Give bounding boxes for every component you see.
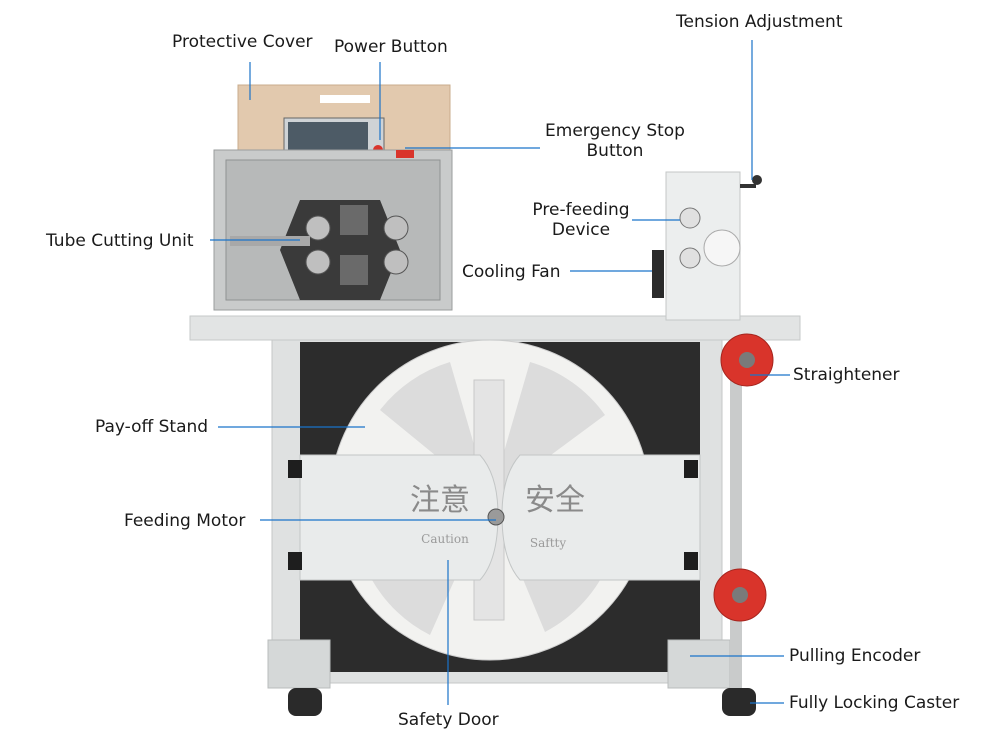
safety-doors: 注意 安全 Caution Saftty xyxy=(288,454,701,581)
label-straightener: Straightener xyxy=(793,365,900,385)
label-emergency-stop-line1: Emergency Stop xyxy=(545,121,685,141)
label-pre-feeding-line1: Pre-feeding xyxy=(532,200,630,220)
door-text-left-en: Caution xyxy=(421,532,469,546)
label-pulling-encoder: Pulling Encoder xyxy=(789,646,921,666)
label-feeding-motor: Feeding Motor xyxy=(124,511,246,531)
label-tension-adjustment: Tension Adjustment xyxy=(676,12,843,32)
cutting-head xyxy=(213,84,453,311)
leader-lines xyxy=(210,40,790,705)
label-tube-cutting-unit: Tube Cutting Unit xyxy=(46,231,194,251)
door-text-right-cn: 安全 xyxy=(525,483,585,518)
label-safety-door: Safety Door xyxy=(398,710,499,730)
label-emergency-stop: Emergency Stop Button xyxy=(540,121,690,161)
label-protective-cover: Protective Cover xyxy=(172,32,313,52)
label-pre-feeding-line2: Device xyxy=(551,220,611,240)
label-cooling-fan: Cooling Fan xyxy=(462,262,561,282)
casters xyxy=(288,688,756,716)
door-text-left-cn: 注意 xyxy=(410,483,470,518)
label-pre-feeding: Pre-feeding Device xyxy=(526,200,636,240)
label-fully-locking-caster: Fully Locking Caster xyxy=(789,693,960,713)
label-emergency-stop-line2: Button xyxy=(586,141,644,161)
door-text-right-en: Saftty xyxy=(530,536,566,550)
straightener-column xyxy=(713,333,774,700)
pre-feeding-tower xyxy=(652,171,762,321)
label-pay-off-stand: Pay-off Stand xyxy=(95,417,209,437)
label-power-button: Power Button xyxy=(334,37,448,57)
